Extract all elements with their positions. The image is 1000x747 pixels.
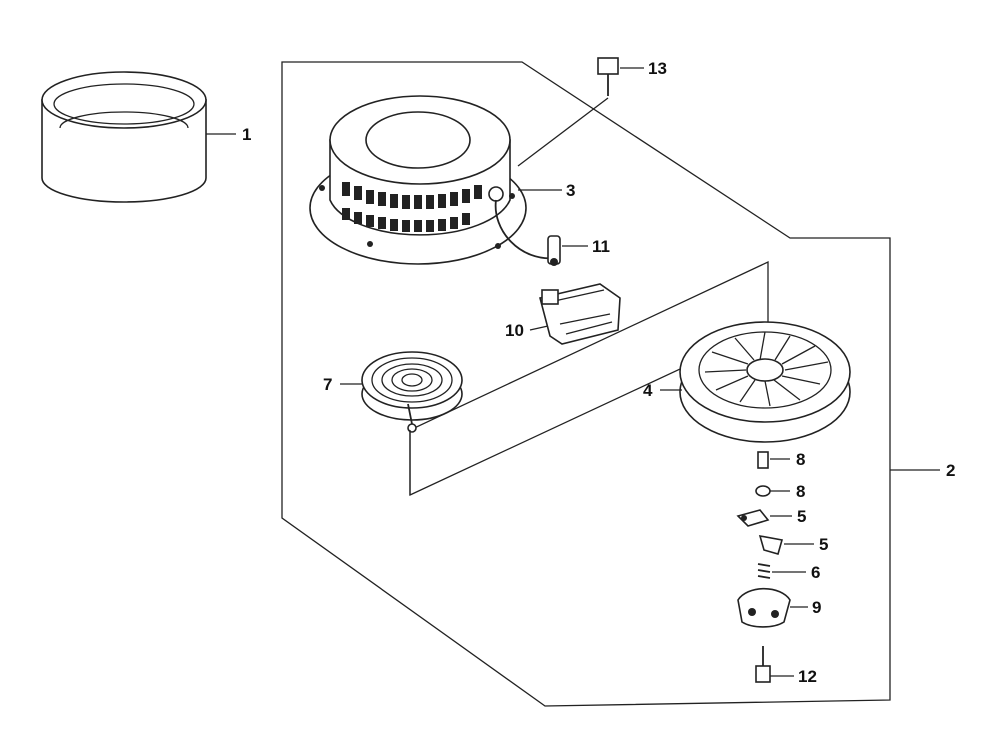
return-spring-part [757, 563, 771, 579]
starter-case-part [309, 95, 557, 265]
callout-7: 7 [323, 375, 332, 394]
ratchet-b-part [758, 534, 784, 555]
friction-plate-part [737, 587, 791, 628]
callout-3: 3 [566, 181, 575, 200]
callout-9: 9 [812, 598, 821, 617]
assembly-outline [281, 61, 891, 707]
ring-sleeve-part [41, 71, 207, 203]
bolt-leader [517, 97, 609, 167]
callout-5a: 5 [797, 507, 806, 526]
callout-1: 1 [242, 125, 251, 144]
starter-grip-part [539, 283, 621, 345]
callout-4: 4 [643, 381, 653, 400]
washer-part [755, 485, 771, 497]
reel-part [679, 321, 851, 443]
callout-8b: 8 [796, 482, 805, 501]
friction-spring-part [757, 451, 769, 469]
callout-10: 10 [505, 321, 524, 340]
callout-8a: 8 [796, 450, 805, 469]
callout-6: 6 [811, 563, 820, 582]
rope-knot-part [547, 235, 561, 266]
recoil-spring-part [361, 351, 463, 433]
callout-12: 12 [798, 667, 817, 686]
callout-5b: 5 [819, 535, 828, 554]
callout-2: 2 [946, 461, 955, 480]
bolt-part [597, 57, 619, 96]
ratchet-a-part [736, 509, 770, 527]
callout-11: 11 [592, 237, 610, 256]
callout-13: 13 [648, 59, 667, 78]
leader-lines [206, 67, 940, 677]
setting-bolt-part [755, 646, 771, 683]
